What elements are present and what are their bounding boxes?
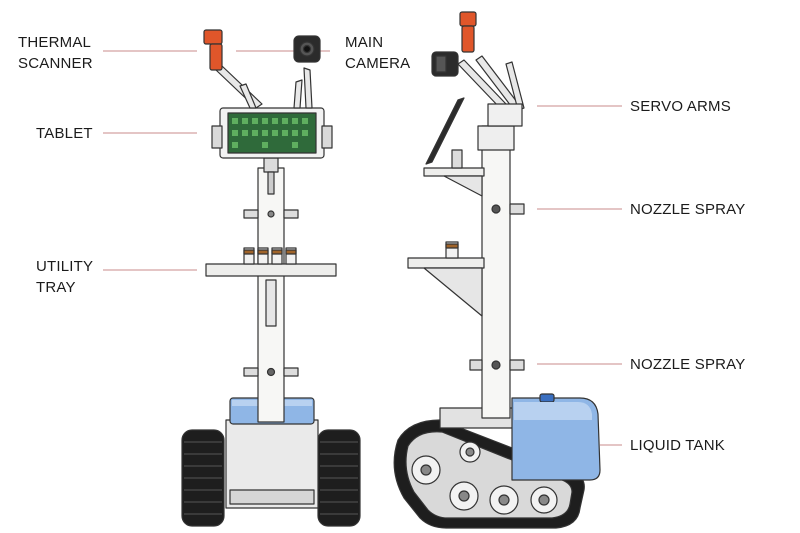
- label-servo-arms: SERVO ARMS: [630, 96, 731, 117]
- side-tablet: [425, 97, 465, 165]
- label-thermal-scanner: THERMAL SCANNER: [18, 32, 93, 74]
- front-right-track: [317, 429, 361, 527]
- label-tablet: TABLET: [36, 123, 93, 144]
- label-liquid-tank-text: LIQUID TANK: [630, 437, 725, 454]
- label-main-camera: MAIN CAMERA: [345, 32, 410, 74]
- side-view: [393, 11, 601, 529]
- front-servo-arms: [215, 65, 313, 109]
- label-thermal-scanner-line1: THERMAL: [18, 34, 92, 51]
- label-servo-arms-text: SERVO ARMS: [630, 98, 731, 115]
- side-upper-shelf: [423, 167, 485, 177]
- label-main-camera-line1: MAIN: [345, 34, 384, 51]
- side-wheels: [411, 441, 558, 515]
- label-utility-tray: UTILITY TRAY: [36, 256, 93, 298]
- front-thermal-scanner: [203, 29, 223, 71]
- side-nozzle-upper: [491, 203, 525, 215]
- side-servo-arms: [457, 55, 525, 127]
- label-nozzle-spray-lower: NOZZLE SPRAY: [630, 354, 745, 375]
- front-tray-cups: [243, 247, 297, 265]
- side-main-camera: [431, 51, 459, 77]
- side-nozzle-lower: [469, 359, 525, 371]
- label-thermal-scanner-line2: SCANNER: [18, 55, 93, 72]
- front-nozzle-lower: [243, 367, 299, 377]
- side-utility-tray: [407, 257, 485, 269]
- label-utility-tray-line1: UTILITY: [36, 258, 94, 275]
- front-view: [181, 29, 361, 527]
- front-main-camera: [293, 35, 321, 63]
- label-main-camera-line2: CAMERA: [345, 55, 411, 72]
- label-liquid-tank: LIQUID TANK: [630, 435, 725, 456]
- label-nozzle-spray-upper-text: NOZZLE SPRAY: [630, 201, 746, 218]
- label-tablet-text: TABLET: [36, 125, 93, 142]
- label-nozzle-spray-lower-text: NOZZLE SPRAY: [630, 356, 746, 373]
- front-left-track: [181, 429, 225, 527]
- side-thermal-scanner: [459, 11, 477, 53]
- label-utility-tray-line2: TRAY: [36, 279, 76, 296]
- leader-lines: [103, 50, 622, 446]
- front-nozzle-upper: [243, 209, 299, 219]
- front-utility-tray: [205, 263, 337, 277]
- label-nozzle-spray-upper: NOZZLE SPRAY: [630, 199, 745, 220]
- side-mast: [481, 125, 511, 419]
- side-tray-cup: [445, 241, 459, 259]
